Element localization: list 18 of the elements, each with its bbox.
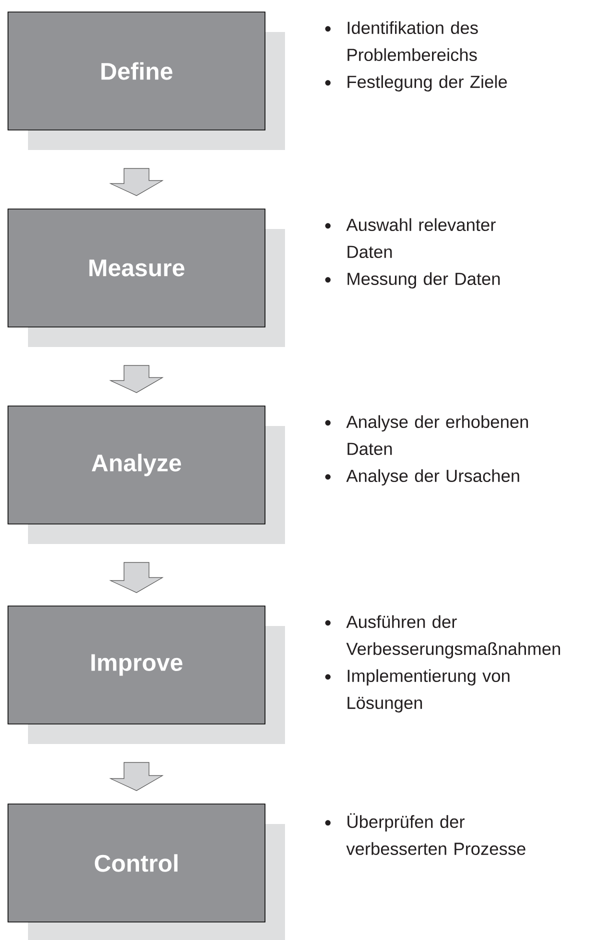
bullet-item: Analyse der Ursachen [325, 469, 520, 486]
bullet-item: Messung der Daten [325, 272, 500, 289]
bullet-item: Implementierung von Lösungen [325, 669, 510, 713]
block-arrow [109, 762, 164, 791]
bullet-item: Analyse der erhobenen Daten [325, 415, 528, 456]
bullet-item: Auswahl relevanter Daten [325, 218, 496, 258]
bullet-item: Ausführen der Verbesserungsmaßnahmen [325, 615, 560, 659]
block-arrow [109, 562, 164, 593]
block-arrow [109, 168, 164, 196]
process-box: Control [8, 804, 285, 940]
process-box: Improve [8, 606, 285, 744]
process-box: Analyze [8, 406, 285, 544]
process-box: Define [8, 12, 285, 150]
process-box: Measure [8, 208, 285, 347]
bullet-item: Festlegung der Ziele [325, 75, 507, 92]
block-arrow [109, 365, 164, 393]
bullet-item: Identifikation des Problembereichs [325, 21, 478, 62]
bullet-item: Überprüfen der verbesserten Prozesse [325, 813, 526, 856]
